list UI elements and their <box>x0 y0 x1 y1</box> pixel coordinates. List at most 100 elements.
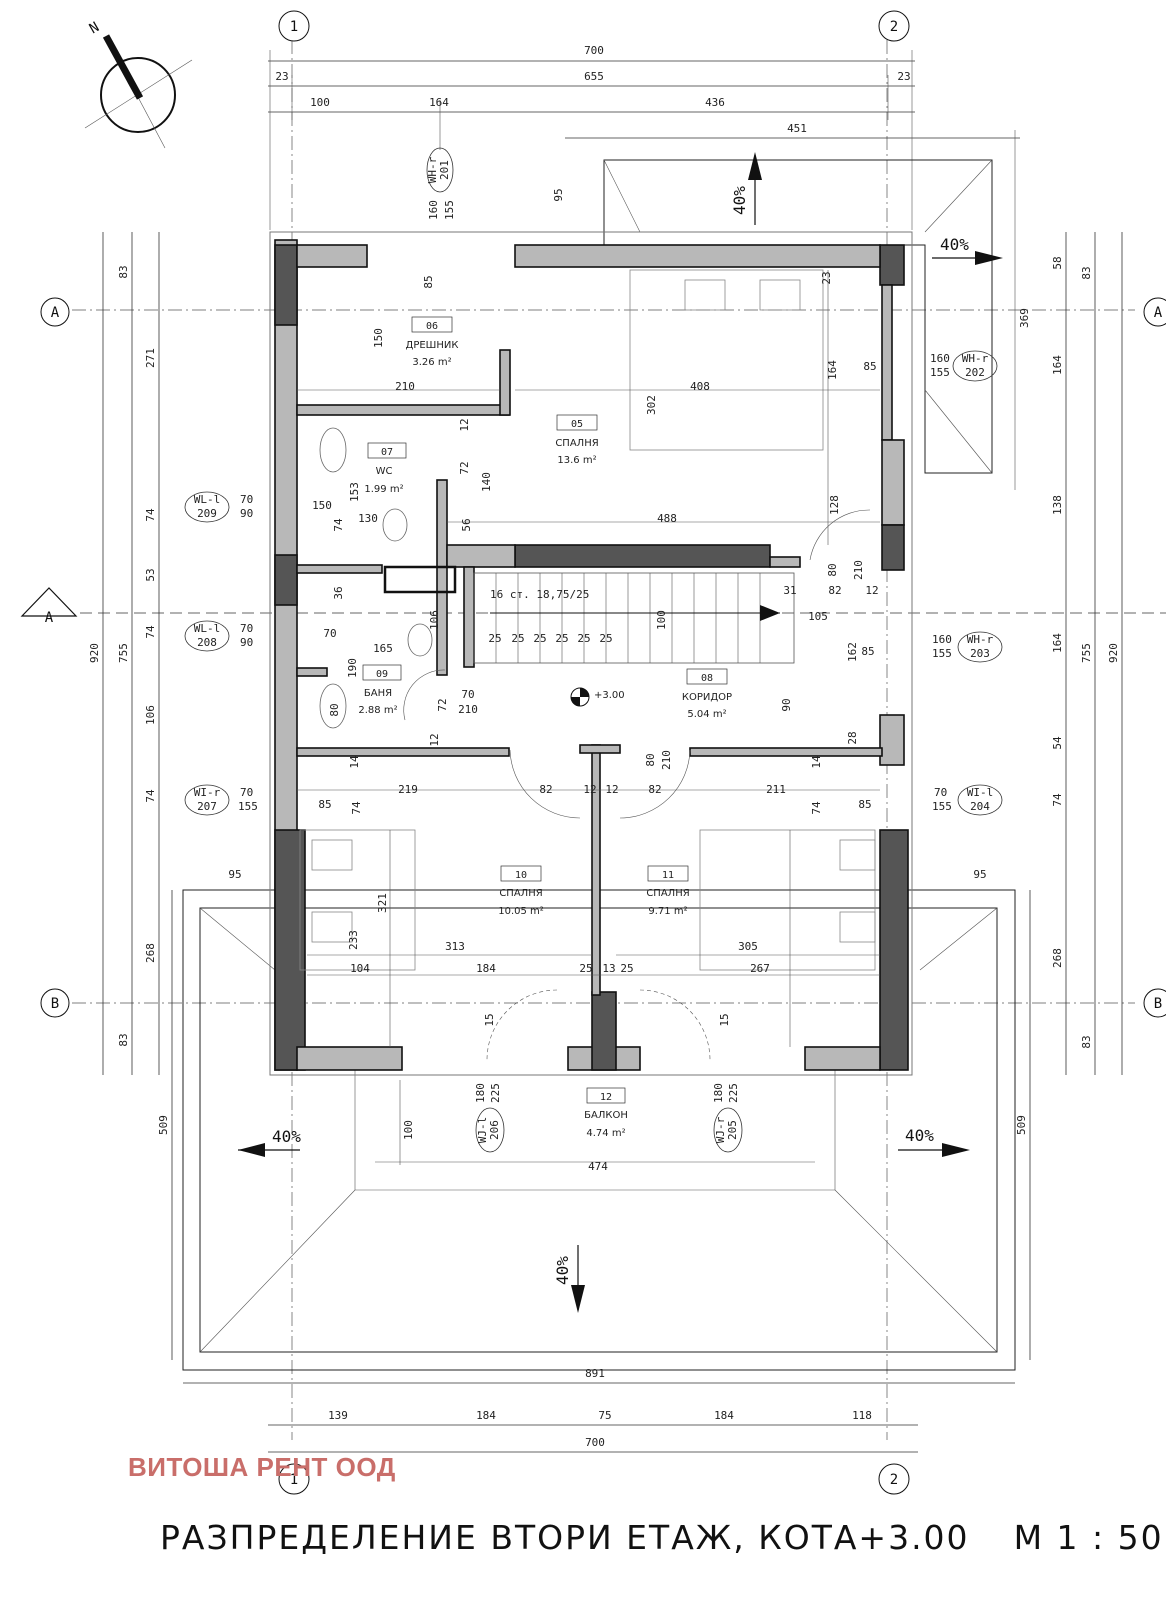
svg-text:9.71 m²: 9.71 m² <box>648 906 687 917</box>
svg-text:74: 74 <box>144 508 157 522</box>
svg-text:08: 08 <box>701 673 713 684</box>
svg-text:209: 209 <box>197 507 217 520</box>
svg-text:204: 204 <box>970 800 990 813</box>
svg-text:53: 53 <box>144 568 157 581</box>
svg-text:СПАЛНЯ: СПАЛНЯ <box>555 438 598 449</box>
interior-dim-label: 31 <box>783 584 796 597</box>
interior-dim-label: 95 <box>973 868 986 881</box>
interior-dim-label: 100 <box>402 1120 415 1140</box>
svg-text:06: 06 <box>426 321 438 332</box>
svg-text:138: 138 <box>1051 495 1064 515</box>
slope-south: 40% <box>553 1245 585 1313</box>
interior-dim-label: 85 <box>318 798 331 811</box>
svg-text:100: 100 <box>310 96 330 109</box>
interior-dim-label: 82 <box>828 584 841 597</box>
svg-text:83: 83 <box>117 265 130 278</box>
svg-text:155: 155 <box>930 366 950 379</box>
interior-dim-label: 210 <box>395 380 415 393</box>
interior-dim-label: 85 <box>858 798 871 811</box>
interior-dim-label: 25 <box>620 962 633 975</box>
svg-text:184: 184 <box>476 1409 496 1422</box>
svg-text:164: 164 <box>1051 633 1064 653</box>
svg-text:180: 180 <box>474 1083 487 1103</box>
interior-dim-label: 302 <box>645 395 658 415</box>
svg-text:70: 70 <box>240 786 253 799</box>
svg-text:A: A <box>45 610 54 626</box>
svg-text:268: 268 <box>1051 948 1064 968</box>
stair-spec: 16 ст. 18,75/25 <box>490 588 589 601</box>
svg-text:09: 09 <box>376 669 388 680</box>
svg-text:509: 509 <box>1015 1115 1028 1135</box>
slope-north: 40% <box>730 152 762 225</box>
svg-text:40%: 40% <box>272 1127 301 1146</box>
svg-text:WH-r: WH-r <box>967 633 994 646</box>
interior-dim-label: 25 <box>579 962 592 975</box>
svg-text:25: 25 <box>511 632 524 645</box>
svg-text:369: 369 <box>1018 308 1031 328</box>
interior-dim-label: 408 <box>690 380 710 393</box>
svg-text:207: 207 <box>197 800 217 813</box>
svg-text:155: 155 <box>932 647 952 660</box>
svg-text:164: 164 <box>1051 355 1064 375</box>
svg-text:74: 74 <box>144 625 157 639</box>
svg-text:40%: 40% <box>730 186 749 215</box>
svg-text:891: 891 <box>585 1367 605 1380</box>
svg-text:1.99 m²: 1.99 m² <box>364 484 403 495</box>
interior-dim-label: 14 <box>810 755 823 769</box>
room-10: 10 СПАЛНЯ 10.05 m² <box>498 865 544 917</box>
interior-dim-label: 72 <box>458 461 471 474</box>
svg-text:268: 268 <box>144 943 157 963</box>
svg-text:74: 74 <box>1051 793 1064 807</box>
svg-text:05: 05 <box>571 419 583 430</box>
svg-text:436: 436 <box>705 96 725 109</box>
interior-dim-label: 104 <box>350 962 370 975</box>
interior-dim-label: 14 <box>348 755 361 769</box>
grid-bubble-2-top: 2 <box>878 10 910 42</box>
interior-dim-label: 12 <box>428 733 441 746</box>
svg-text:WH-r: WH-r <box>962 352 989 365</box>
svg-text:205: 205 <box>726 1120 739 1140</box>
svg-text:25: 25 <box>555 632 568 645</box>
window-tag-208: WL-l 208 70 90 <box>184 620 253 652</box>
window-tag-206: WJ-l 206 180 225 <box>474 1083 505 1153</box>
svg-text:WI-l: WI-l <box>967 786 994 799</box>
stair: 16 ст. 18,75/25 25 25 25 25 25 25 <box>473 572 795 664</box>
svg-text:203: 203 <box>970 647 990 660</box>
svg-text:25: 25 <box>533 632 546 645</box>
svg-text:271: 271 <box>144 348 157 368</box>
svg-text:WI-r: WI-r <box>194 786 221 799</box>
svg-text:11: 11 <box>662 870 674 881</box>
svg-text:40%: 40% <box>940 235 969 254</box>
slope-east: 40% <box>932 235 1003 265</box>
interior-dim-label: 56 <box>460 518 473 531</box>
svg-text:184: 184 <box>714 1409 734 1422</box>
svg-text:25: 25 <box>599 632 612 645</box>
grid-bubble-a-right: A <box>1143 297 1166 327</box>
svg-text:70: 70 <box>934 786 947 799</box>
interior-dim-label: 165 <box>373 642 393 655</box>
svg-text:WH-r: WH-r <box>426 156 439 183</box>
interior-dim-label: 105 <box>808 610 828 623</box>
svg-text:13.6 m²: 13.6 m² <box>557 455 596 466</box>
svg-text:12: 12 <box>600 1092 612 1103</box>
window-tag-209: WL-l 209 70 90 <box>184 491 253 523</box>
svg-text:58: 58 <box>1051 256 1064 269</box>
interior-dim-label: 12 <box>865 584 878 597</box>
interior-dim-label: 85 <box>422 275 435 288</box>
interior-dim-label: 210 <box>852 560 865 580</box>
svg-text:90: 90 <box>240 507 253 520</box>
svg-text:A: A <box>1154 305 1163 321</box>
svg-text:83: 83 <box>1080 266 1093 279</box>
top-dimension-chains: 700 655 23 23 100 164 436 451 <box>268 44 1020 490</box>
svg-text:1: 1 <box>290 19 298 35</box>
interior-dim-label: 313 <box>445 940 465 953</box>
interior-dim-label: 70 <box>461 688 474 701</box>
grid-bubble-1-bottom: 1 <box>278 1463 310 1495</box>
interior-dim-label: 15 <box>483 1013 496 1026</box>
interior-dim-label: 95 <box>552 188 565 201</box>
interior-dim-label: 219 <box>398 783 418 796</box>
interior-dim-label: 210 <box>458 703 478 716</box>
svg-text:1: 1 <box>290 1472 298 1488</box>
